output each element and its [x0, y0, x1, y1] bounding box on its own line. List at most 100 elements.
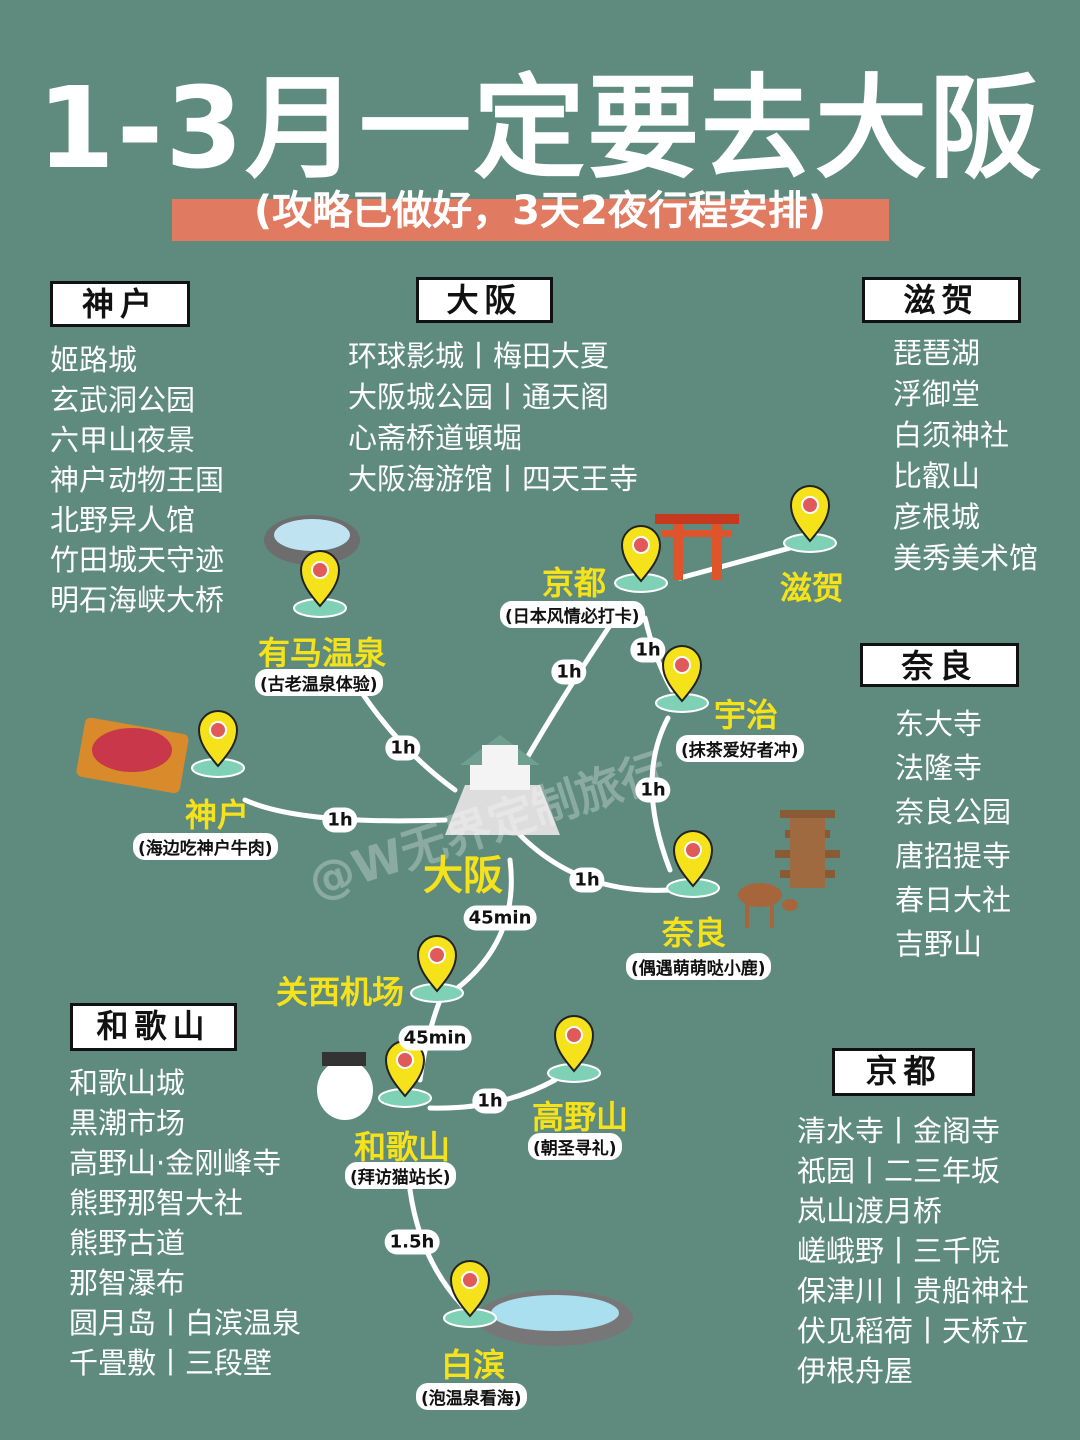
list-item: 竹田城天守迹: [50, 543, 225, 577]
duration-osaka-kyoto: 1h: [551, 659, 587, 685]
place-wakayama: 和歌山: [354, 1128, 451, 1166]
list-item: 北野异人馆: [50, 503, 196, 537]
note-kobe: (海边吃神户牛肉): [133, 833, 278, 860]
place-osaka: 大阪: [423, 853, 503, 899]
osaka-list: 环球影城丨梅田大夏大阪城公园丨通天阁心斋桥道頓堀大阪海游馆丨四天王寺: [348, 336, 638, 500]
list-item: 玄武洞公园: [50, 383, 196, 417]
shiga-list: 琵琶湖浮御堂白须神社比叡山彦根城美秀美术馆: [893, 333, 1038, 579]
list-item: 和歌山城: [69, 1066, 186, 1100]
kobe-list: 姬路城玄武洞公园六甲山夜景神户动物王国北野异人馆竹田城天守迹明石海峡大桥: [50, 340, 224, 620]
duration-osaka-nara: 1h: [569, 867, 605, 893]
list-item: 环球影城丨梅田大夏: [348, 339, 610, 373]
deer-illustration: [738, 883, 798, 928]
list-item: 高野山·金刚峰寺: [69, 1146, 282, 1180]
list-item: 熊野那智大社: [69, 1186, 244, 1220]
list-item: 岚山渡月桥: [797, 1194, 943, 1228]
list-item: 东大寺: [895, 707, 983, 741]
kyoto-list: 清水寺丨金阁寺祇园丨二三年坂岚山渡月桥嵯峨野丨三千院保津川丨贵船神社伏见稻荷丨天…: [797, 1111, 1029, 1391]
wagyu-illustration: [76, 717, 189, 794]
place-uji: 宇治: [714, 696, 779, 734]
list-item: 唐招提寺: [895, 839, 1012, 873]
list-item: 春日大社: [895, 883, 1012, 917]
list-item: 六甲山夜景: [50, 423, 196, 457]
list-item: 彦根城: [893, 500, 981, 534]
osaka-castle-illustration: [445, 735, 560, 835]
kyoto-header: 京都: [832, 1048, 975, 1096]
map-pin-icon-uji: [655, 645, 709, 713]
duration-kyoto-uji: 1h: [630, 637, 666, 663]
list-item: 吉野山: [895, 927, 983, 961]
duration-wakayama-koya: 1h: [472, 1088, 508, 1114]
list-item: 奈良公园: [895, 795, 1012, 829]
note-uji: (抹茶爱好者冲): [676, 735, 804, 762]
note-koya: (朝圣寻礼): [528, 1133, 622, 1160]
place-shirahama: 白滨: [441, 1346, 506, 1384]
map-pin-icon-kyoto: [614, 525, 668, 593]
list-item: 清水寺丨金阁寺: [797, 1114, 1001, 1148]
osaka-header: 大阪: [416, 277, 553, 323]
place-kyoto: 京都: [542, 564, 607, 602]
onsen-illustration: [264, 515, 633, 1346]
map-pin-icon-kobe: [191, 710, 245, 778]
list-item: 大阪海游馆丨四天王寺: [348, 462, 639, 496]
list-item: 圆月岛丨白滨温泉: [69, 1306, 302, 1340]
map-pin-icon-nara: [666, 830, 720, 898]
note-wakayama: (拜访猫站长): [345, 1162, 456, 1189]
wakayama-header: 和歌山: [70, 1003, 237, 1051]
duration-osaka-kix: 45min: [463, 905, 537, 931]
cat-stationmaster-illustration: [317, 1052, 373, 1120]
nara-header: 奈良: [860, 643, 1019, 687]
page-subtitle: (攻略已做好，3天2夜行程安排): [253, 188, 827, 234]
place-nara: 奈良: [662, 914, 727, 952]
place-kix: 关西机场: [276, 973, 405, 1011]
duration-kobe-osaka: 1h: [322, 807, 358, 833]
duration-uji-nara: 1h: [635, 777, 671, 803]
duration-arima-osaka: 1h: [385, 735, 421, 761]
list-item: 那智瀑布: [69, 1266, 186, 1300]
map-pin-icon-shiga: [783, 485, 837, 553]
place-kobe: 神户: [185, 796, 250, 834]
list-item: 保津川丨贵船神社: [797, 1274, 1030, 1308]
map-pin-icon-shirahama: [443, 1260, 497, 1328]
pagoda-illustration: [775, 810, 840, 888]
place-shiga: 滋贺: [780, 569, 845, 607]
duration-kix-wakayama: 45min: [398, 1025, 472, 1051]
list-item: 大阪城公园丨通天阁: [348, 380, 610, 414]
note-nara: (偶遇萌萌哒小鹿): [626, 953, 771, 980]
route-osaka-kix: [452, 857, 514, 993]
note-shirahama: (泡温泉看海): [416, 1383, 527, 1410]
list-item: 伊根舟屋: [797, 1354, 914, 1388]
pins: [191, 485, 837, 1328]
list-item: 千畳敷丨三段壁: [69, 1346, 273, 1380]
shiga-header: 滋贺: [862, 277, 1021, 323]
list-item: 比叡山: [893, 459, 981, 493]
list-item: 黒潮市场: [69, 1106, 186, 1140]
list-item: 明石海峡大桥: [50, 583, 225, 617]
list-item: 熊野古道: [69, 1226, 186, 1260]
place-koya: 高野山: [532, 1098, 629, 1136]
map-pin-icon-arima: [293, 550, 347, 618]
map-pin-icon-koya: [547, 1015, 601, 1083]
note-arima: (古老温泉体验): [255, 669, 383, 696]
list-item: 心斋桥道頓堀: [348, 421, 523, 455]
list-item: 浮御堂: [893, 377, 981, 411]
list-item: 伏见稻荷丨天桥立: [797, 1314, 1030, 1348]
list-item: 白须神社: [893, 418, 1010, 452]
list-item: 祇园丨二三年坂: [797, 1154, 1001, 1188]
duration-wakayama-shirahama: 1.5h: [384, 1229, 440, 1255]
list-item: 嵯峨野丨三千院: [797, 1234, 1001, 1268]
place-arima: 有马温泉: [258, 634, 387, 672]
page-title: 1-3月一定要去大阪: [36, 64, 1044, 194]
torii-gate-illustration: [655, 514, 739, 580]
route-kyoto-shiga: [677, 545, 793, 581]
list-item: 琵琶湖: [893, 336, 981, 370]
list-item: 姬路城: [50, 343, 138, 377]
list-item: 美秀美术馆: [893, 541, 1039, 575]
list-item: 神户动物王国: [50, 463, 225, 497]
route-osaka-kyoto: [517, 615, 618, 773]
subtitle-highlight-bar: [172, 199, 889, 241]
note-kyoto: (日本风情必打卡): [500, 601, 645, 628]
map-pin-icon-kix: [410, 935, 464, 1003]
kobe-header: 神户: [50, 281, 190, 327]
